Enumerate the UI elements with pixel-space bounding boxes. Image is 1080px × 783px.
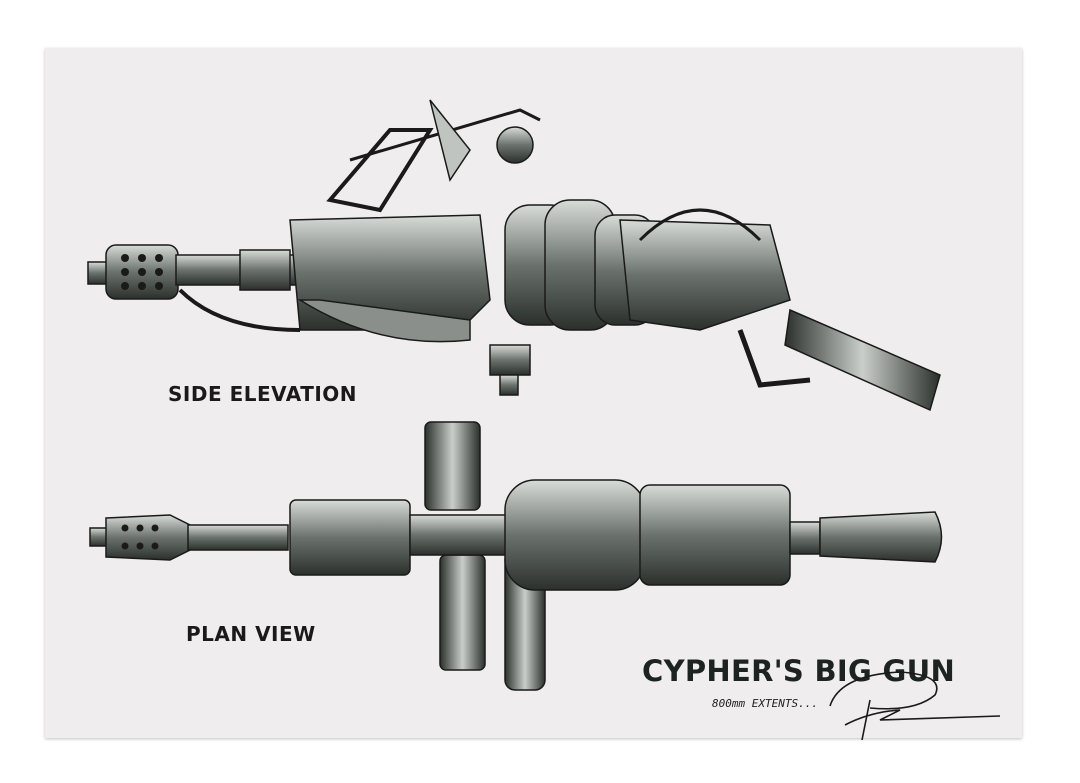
plan-grip (819, 511, 943, 563)
signature (829, 671, 1001, 741)
handwritten-note-text: 800mm EXTENTS... (712, 697, 818, 710)
print-title: CYPHER'S BIG GUN (642, 654, 956, 688)
side-elevation-label: SIDE ELEVATION (168, 382, 358, 406)
plan-view-label: PLAN VIEW (186, 622, 316, 646)
